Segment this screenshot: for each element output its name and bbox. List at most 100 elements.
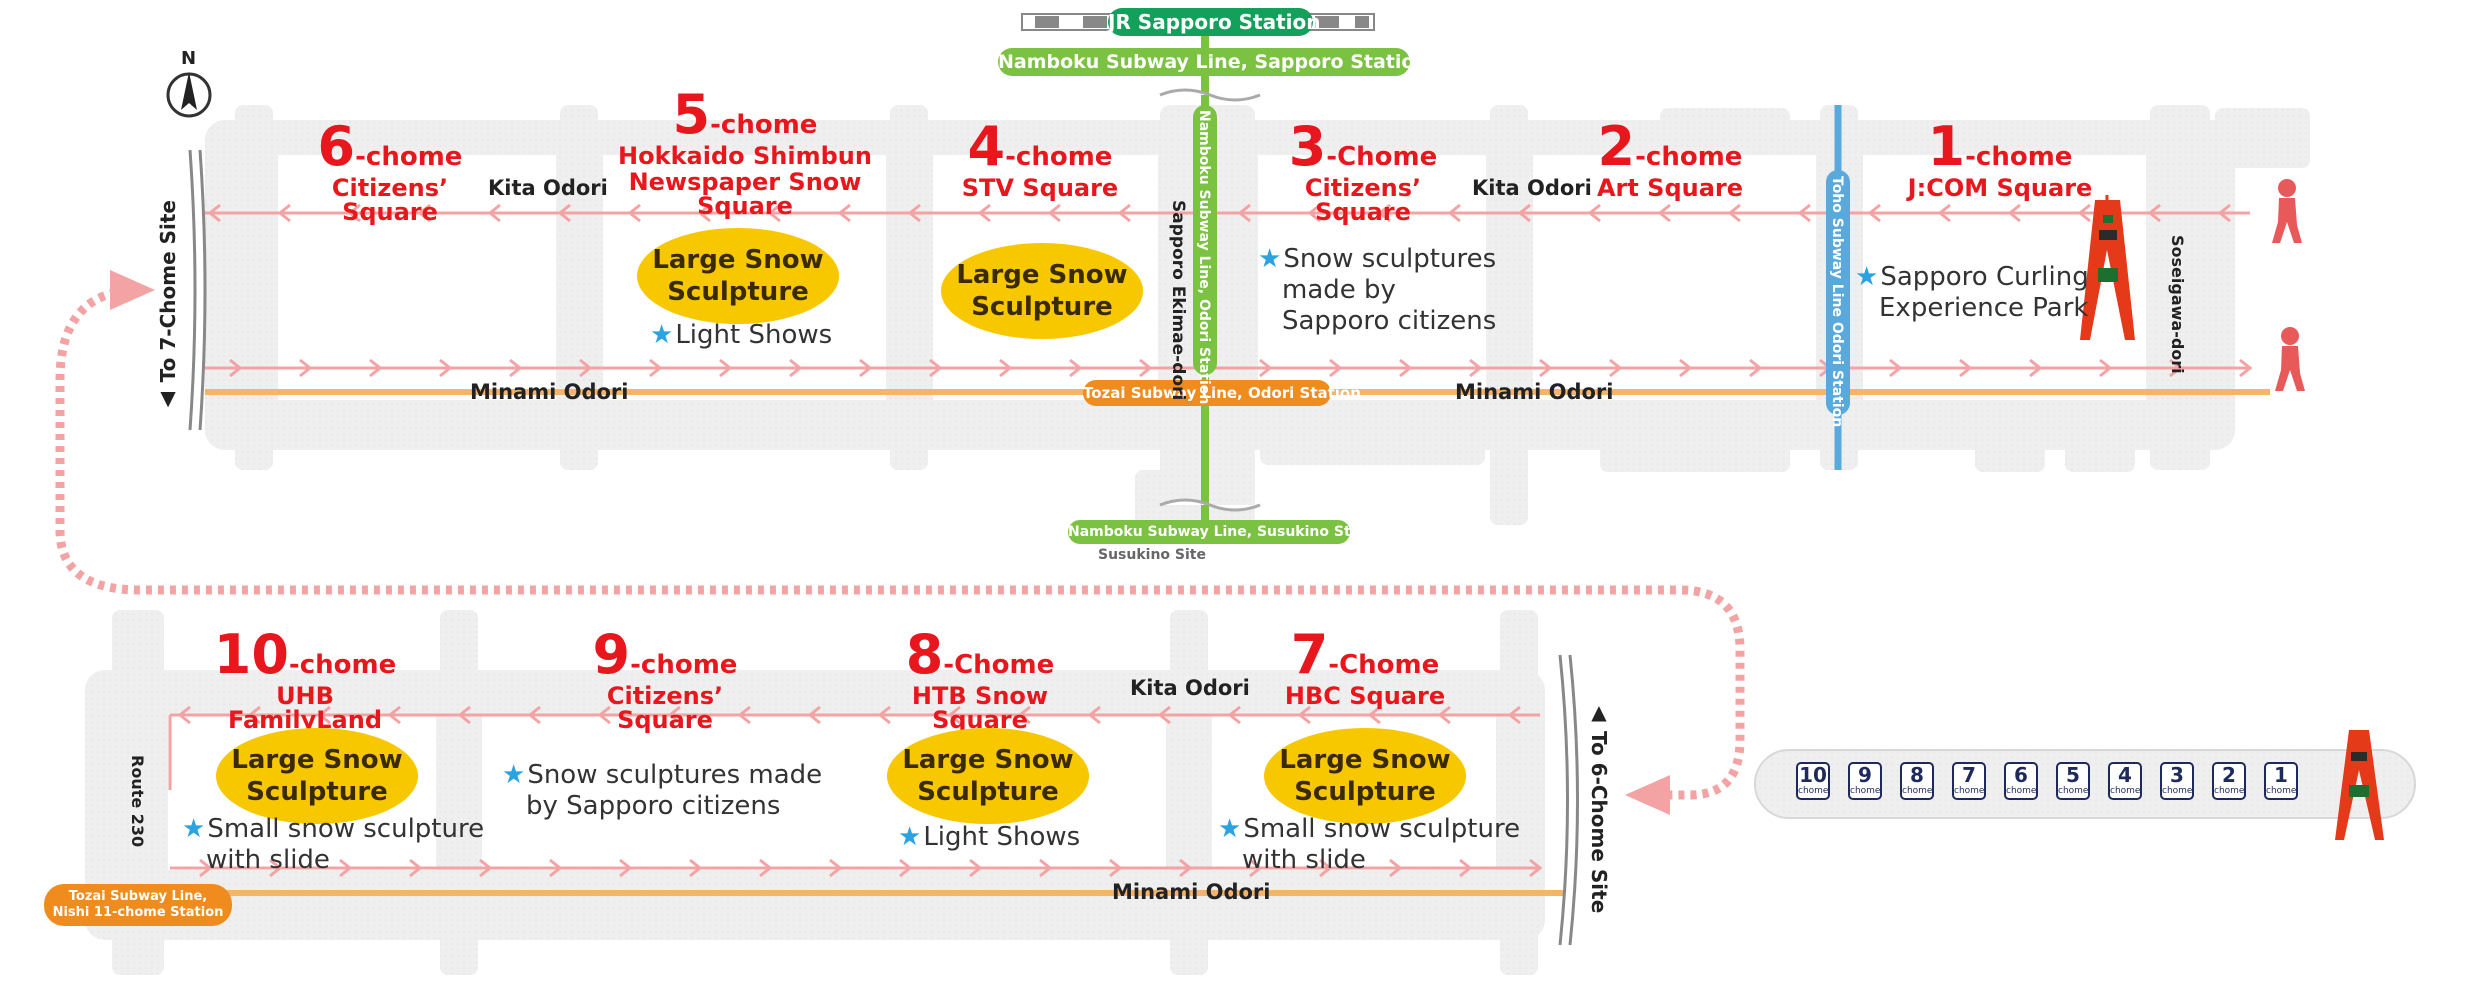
note-line1: Small snow sculpture: [207, 814, 485, 844]
note-text: Light Shows: [923, 822, 1081, 852]
note-line1: Small snow sculpture: [1243, 814, 1521, 844]
block-number: 4: [967, 115, 1006, 178]
block-name: HBC Square: [1284, 682, 1446, 710]
tozai-nishi11-line1: Tozai Subway Line,: [68, 889, 208, 904]
block-9-title: 9-chome Citizens’ Square: [560, 628, 770, 734]
toho-odori-station-label: Toho Subway Line Odori Station: [1829, 176, 1845, 428]
block-2-title: 2-chome Art Square: [1570, 120, 1770, 202]
legend-word: chome: [1850, 786, 1881, 796]
kita-odori-label-1: Kita Odori: [488, 176, 608, 200]
block-8-title: 8-Chome HTB Snow Square: [870, 628, 1090, 733]
block-suffix: -chome: [355, 142, 463, 172]
tozai-nishi11-line2: Nishi 11-chome Station: [52, 905, 224, 920]
north-label: N: [181, 48, 197, 69]
block-suffix: -chome: [1635, 142, 1743, 172]
legend-num: 6: [2014, 763, 2028, 787]
block-name: J:COM Square: [1907, 174, 2093, 202]
star-icon: ★: [650, 320, 674, 350]
block-name: Citizens’ Square: [331, 174, 449, 226]
transfer-arrow-bottom: [1625, 775, 1670, 815]
legend-tv-tower-icon: [2335, 730, 2384, 840]
note-line2: made by: [1282, 275, 1396, 305]
legend-num: 10: [1799, 763, 1827, 787]
block-number: 8: [905, 623, 944, 686]
route-230-label: Route 230: [128, 755, 147, 848]
block-number: 3: [1288, 115, 1327, 178]
light-shows-note-5: ★Light Shows: [650, 320, 832, 351]
legend-word: chome: [2214, 786, 2245, 796]
block-name: Citizens’ Square: [606, 682, 724, 734]
soseigawa-dori-label: Soseigawa-dori: [2168, 235, 2187, 374]
tv-tower-icon: [2080, 195, 2135, 340]
sculpture-line1: Large Snow: [231, 745, 403, 775]
sculpture-line2: Sculpture: [667, 277, 809, 307]
note-line3: Sapporo citizens: [1282, 306, 1497, 336]
legend-num: 9: [1858, 763, 1872, 787]
note-line1: Snow sculptures made: [527, 760, 823, 790]
block-name: Citizens’ Square: [1304, 174, 1422, 226]
kita-odori-label-2: Kita Odori: [1472, 176, 1592, 200]
namboku-susukino-station-tag: Namboku Subway Line, Susukino Station: [1068, 520, 1391, 544]
minami-odori-label-1: Minami Odori: [470, 380, 629, 404]
block-suffix: -chome: [1005, 142, 1113, 172]
block-name: Art Square: [1596, 174, 1744, 202]
sculpture-line1: Large Snow: [902, 745, 1074, 775]
block-suffix: -Chome: [1326, 142, 1438, 172]
sculpture-line1: Large Snow: [1279, 745, 1451, 775]
block-7-title: 7-Chome HBC Square: [1265, 628, 1465, 710]
route-chevrons: [177, 203, 2253, 878]
sculpture-line2: Sculpture: [1294, 777, 1436, 807]
block-name: STV Square: [961, 174, 1119, 202]
namboku-odori-station-tag: [1193, 105, 1217, 375]
block-4-title: 4-chome STV Square: [940, 120, 1140, 202]
transfer-arrow-top: [110, 270, 155, 310]
legend-num: 8: [1910, 763, 1924, 787]
block-5-title: 5-chome Hokkaido Shimbun Newspaper Snow …: [600, 88, 890, 219]
sculpture-line2: Sculpture: [246, 777, 388, 807]
minami-odori-label-3: Minami Odori: [1112, 880, 1271, 904]
block-1-title: 1-chome J:COM Square: [1900, 120, 2100, 202]
star-icon: ★: [1855, 262, 1879, 292]
block-name: Hokkaido Shimbun: [618, 142, 872, 170]
legend-num: 1: [2274, 763, 2288, 787]
star-icon: ★: [1218, 814, 1242, 844]
legend-word: chome: [1798, 786, 1829, 796]
slide-note-7: ★Small snow sculpture with slide: [1218, 814, 1520, 876]
star-icon: ★: [1258, 244, 1282, 274]
kita-odori-label-3: Kita Odori: [1130, 676, 1250, 700]
note-line2: by Sapporo citizens: [526, 791, 781, 821]
block-suffix: -Chome: [1328, 650, 1440, 680]
block-suffix: -Chome: [943, 650, 1055, 680]
legend-word: chome: [2006, 786, 2037, 796]
sculpture-line2: Sculpture: [971, 292, 1113, 322]
citizens-sculptures-note-9: ★Snow sculptures made by Sapporo citizen…: [502, 760, 822, 822]
to-6-chome-site-label: ▲ To 6-Chome Site: [1587, 700, 1611, 914]
tozai-nishi11-station-tag: Tozai Subway Line, Nishi 11-chome Statio…: [44, 884, 232, 926]
block-3-title: 3-Chome Citizens’ Square: [1258, 120, 1468, 226]
star-icon: ★: [898, 822, 922, 852]
pedestrian-icon-2: [2275, 327, 2305, 391]
legend-word: chome: [2162, 786, 2193, 796]
note-line1: Snow sculptures: [1283, 244, 1497, 274]
block-6-title: 6-chome Citizens’ Square: [290, 120, 490, 226]
sculpture-line1: Large Snow: [652, 245, 824, 275]
legend-num: 5: [2066, 763, 2080, 787]
note-line1: Sapporo Curling: [1880, 262, 2089, 292]
block-number: 2: [1597, 115, 1636, 178]
toho-odori-station-tag: [1826, 170, 1850, 415]
transfer-path: [55, 285, 1745, 800]
star-icon: ★: [502, 760, 526, 790]
sculpture-line1: Large Snow: [956, 260, 1128, 290]
